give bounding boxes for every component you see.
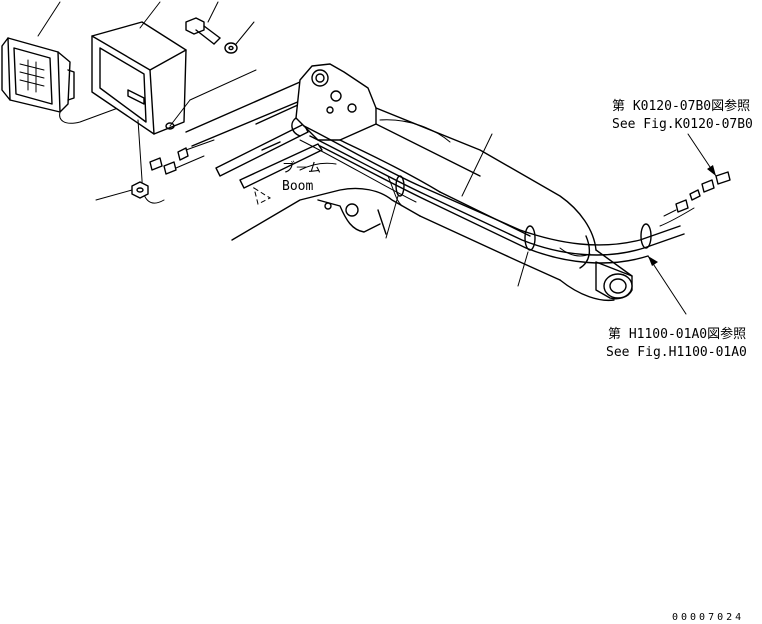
leader-bolt bbox=[207, 1, 219, 23]
lamp-guard bbox=[91, 21, 187, 135]
work-lamp bbox=[1, 37, 119, 124]
leader-washer bbox=[235, 21, 255, 45]
boom-harness bbox=[299, 125, 685, 269]
leader-lamp bbox=[37, 1, 61, 37]
leader-clamp-1 bbox=[385, 195, 399, 239]
upper-reference-arrow bbox=[687, 133, 717, 177]
harness-end-connectors bbox=[659, 171, 731, 227]
boom-foot bbox=[291, 63, 377, 141]
leader-guard bbox=[139, 1, 161, 29]
wire-connectors bbox=[137, 119, 215, 204]
leader-clamp-2 bbox=[517, 251, 529, 287]
nut bbox=[131, 181, 149, 199]
upper-reference-en: See Fig.K0120-07B0 bbox=[612, 117, 753, 132]
boom-label-en: Boom bbox=[282, 179, 313, 194]
lower-reference-arrow bbox=[647, 255, 687, 315]
washer bbox=[224, 42, 238, 54]
lower-reference-en: See Fig.H1100-01A0 bbox=[606, 345, 747, 360]
mounting-bolt bbox=[185, 17, 221, 45]
drawing-number: 00007024 bbox=[672, 612, 744, 623]
lower-reference-jp: 第 H1100-01A0図参照 bbox=[608, 326, 746, 342]
leader-harness bbox=[461, 133, 493, 197]
upper-reference-jp: 第 K0120-07B0図参照 bbox=[612, 98, 750, 114]
boom-label-jp: ブ－ム bbox=[282, 160, 321, 176]
lamp-harness bbox=[185, 81, 323, 205]
boom-body bbox=[231, 107, 597, 281]
leader-nut bbox=[95, 189, 133, 201]
boom-tip-boss bbox=[559, 249, 633, 302]
